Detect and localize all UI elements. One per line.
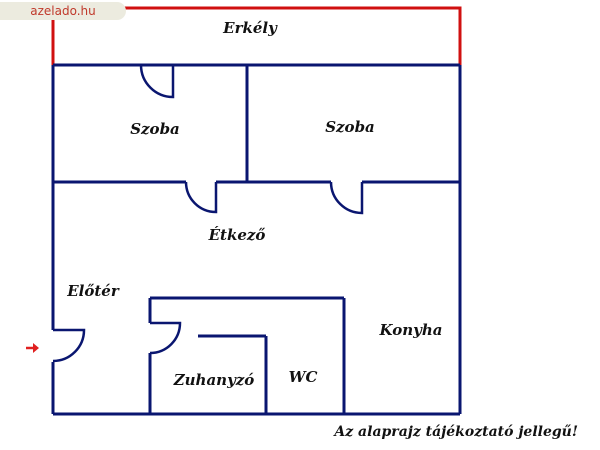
watermark-logo: azelado.hu [0,2,126,20]
door-left-room [184,181,218,214]
room-label-eloter: Előtér [67,282,119,300]
room-label-szoba-right: Szoba [325,118,375,136]
disclaimer-note: Az alaprajz tájékoztató jellegű! [334,424,578,440]
entry-arrow-icon [26,343,39,353]
room-label-erkely: Erkély [223,19,277,37]
room-label-wc: WC [288,368,318,386]
room-label-etkezo: Étkező [208,226,266,244]
room-label-konyha: Konyha [379,321,443,339]
entrance-door [52,328,86,363]
balcony-door [139,64,175,99]
room-label-szoba-left: Szoba [130,120,180,138]
room-label-zuhanyzo: Zuhanyzó [173,371,255,389]
door-right-room [329,181,364,215]
bath-door [149,321,182,355]
balcony-outline [51,6,462,65]
